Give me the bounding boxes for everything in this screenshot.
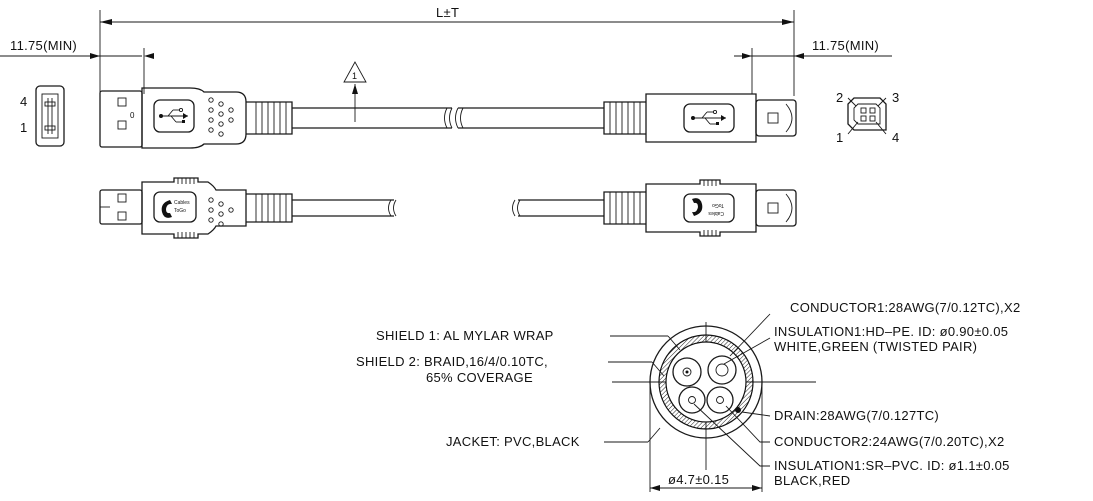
brand-logo-b: Cables ToGo — [692, 198, 724, 216]
strain-relief-a — [246, 101, 293, 135]
overall-length-label: L±T — [436, 5, 459, 20]
logo-text-togo: ToGo — [174, 208, 186, 214]
conductor-power-right — [706, 386, 734, 414]
usb-logo-panel-b — [683, 103, 735, 133]
diameter-label: ø4.7±0.15 — [668, 472, 729, 487]
label-conductor2: CONDUCTOR2:24AWG(7/0.20TC),X2 — [774, 434, 1004, 449]
brand-logo-a: Cables ToGo — [161, 200, 190, 218]
note-number: 1 — [352, 71, 357, 81]
svg-text:Cables: Cables — [708, 210, 724, 216]
svg-text:ToGo: ToGo — [712, 202, 724, 208]
label-insulation1-line2: WHITE,GREEN (TWISTED PAIR) — [774, 339, 977, 354]
note-marker: 1 — [343, 61, 367, 122]
grip-ribs-top-a — [177, 178, 195, 238]
min-length-right-dimension: 11.75(MIN) — [734, 38, 892, 94]
svg-text:0: 0 — [130, 111, 135, 120]
usb-a-plug-metal — [99, 90, 143, 148]
usb-logo-panel-a — [153, 99, 195, 133]
usb-icon-b — [691, 109, 726, 125]
logo-text-cables: Cables — [174, 200, 190, 206]
grip-ribs-b — [703, 180, 717, 236]
grip-dots-side-a — [208, 197, 234, 227]
cable-cross-section: ø4.7±0.15 SHIELD 1: AL MYLAR WRAP SHIELD… — [356, 300, 1020, 492]
label-insulation2-line1: INSULATION1:SR–PVC. ID: ø1.1±0.05 — [774, 458, 1010, 473]
label-shield1: SHIELD 1: AL MYLAR WRAP — [376, 328, 554, 343]
brand-logo-panel-a — [153, 191, 197, 223]
conductor-pair-left — [672, 357, 702, 387]
label-shield2-line2: 65% COVERAGE — [426, 370, 533, 385]
usb-b-plug-metal — [755, 99, 797, 137]
usb-b-end-view: 2 3 1 4 — [836, 90, 900, 145]
label-jacket: JACKET: PVC,BLACK — [446, 434, 580, 449]
brand-logo-panel-b — [683, 193, 735, 223]
label-drain: DRAIN:28AWG(7/0.127TC) — [774, 408, 939, 423]
min-length-left-label: 11.75(MIN) — [10, 38, 77, 53]
conductor-power-left — [678, 386, 706, 414]
usb-b-pin-4: 4 — [892, 130, 900, 145]
usb-a-pin-4: 4 — [20, 94, 28, 109]
cable-top-view: 0 — [99, 87, 797, 149]
usb-a-pin-1: 1 — [20, 120, 28, 135]
usb-b-pin-3: 3 — [892, 90, 900, 105]
usb-b-overmold-side — [645, 179, 757, 237]
cable-side-view: Cables ToGo — [99, 177, 797, 239]
label-conductor1: CONDUCTOR1:28AWG(7/0.12TC),X2 — [790, 300, 1020, 315]
usb-icon — [159, 107, 188, 123]
label-shield2-line1: SHIELD 2: BRAID,16/4/0.10TC, — [356, 354, 548, 369]
min-length-right-label: 11.75(MIN) — [812, 38, 879, 53]
usb-a-end-view: 4 1 — [20, 85, 65, 147]
drain-wire — [735, 407, 741, 413]
label-insulation2-line2: BLACK,RED — [774, 473, 850, 488]
min-length-left-dimension: 11.75(MIN) — [0, 38, 154, 94]
overall-length-dimension: L±T — [99, 5, 795, 122]
usb-b-pin-2: 2 — [836, 90, 844, 105]
conductor-pair-right — [707, 355, 737, 385]
label-insulation1-line1: INSULATION1:HD–PE. ID: ø0.90±0.05 — [774, 324, 1008, 339]
strain-relief-b — [603, 101, 646, 135]
usb-b-overmold — [645, 93, 757, 143]
usb-b-pin-1: 1 — [836, 130, 844, 145]
usb-a-overmold-side — [141, 177, 247, 239]
foil-shield — [665, 341, 747, 423]
grip-dots-a — [208, 97, 234, 137]
